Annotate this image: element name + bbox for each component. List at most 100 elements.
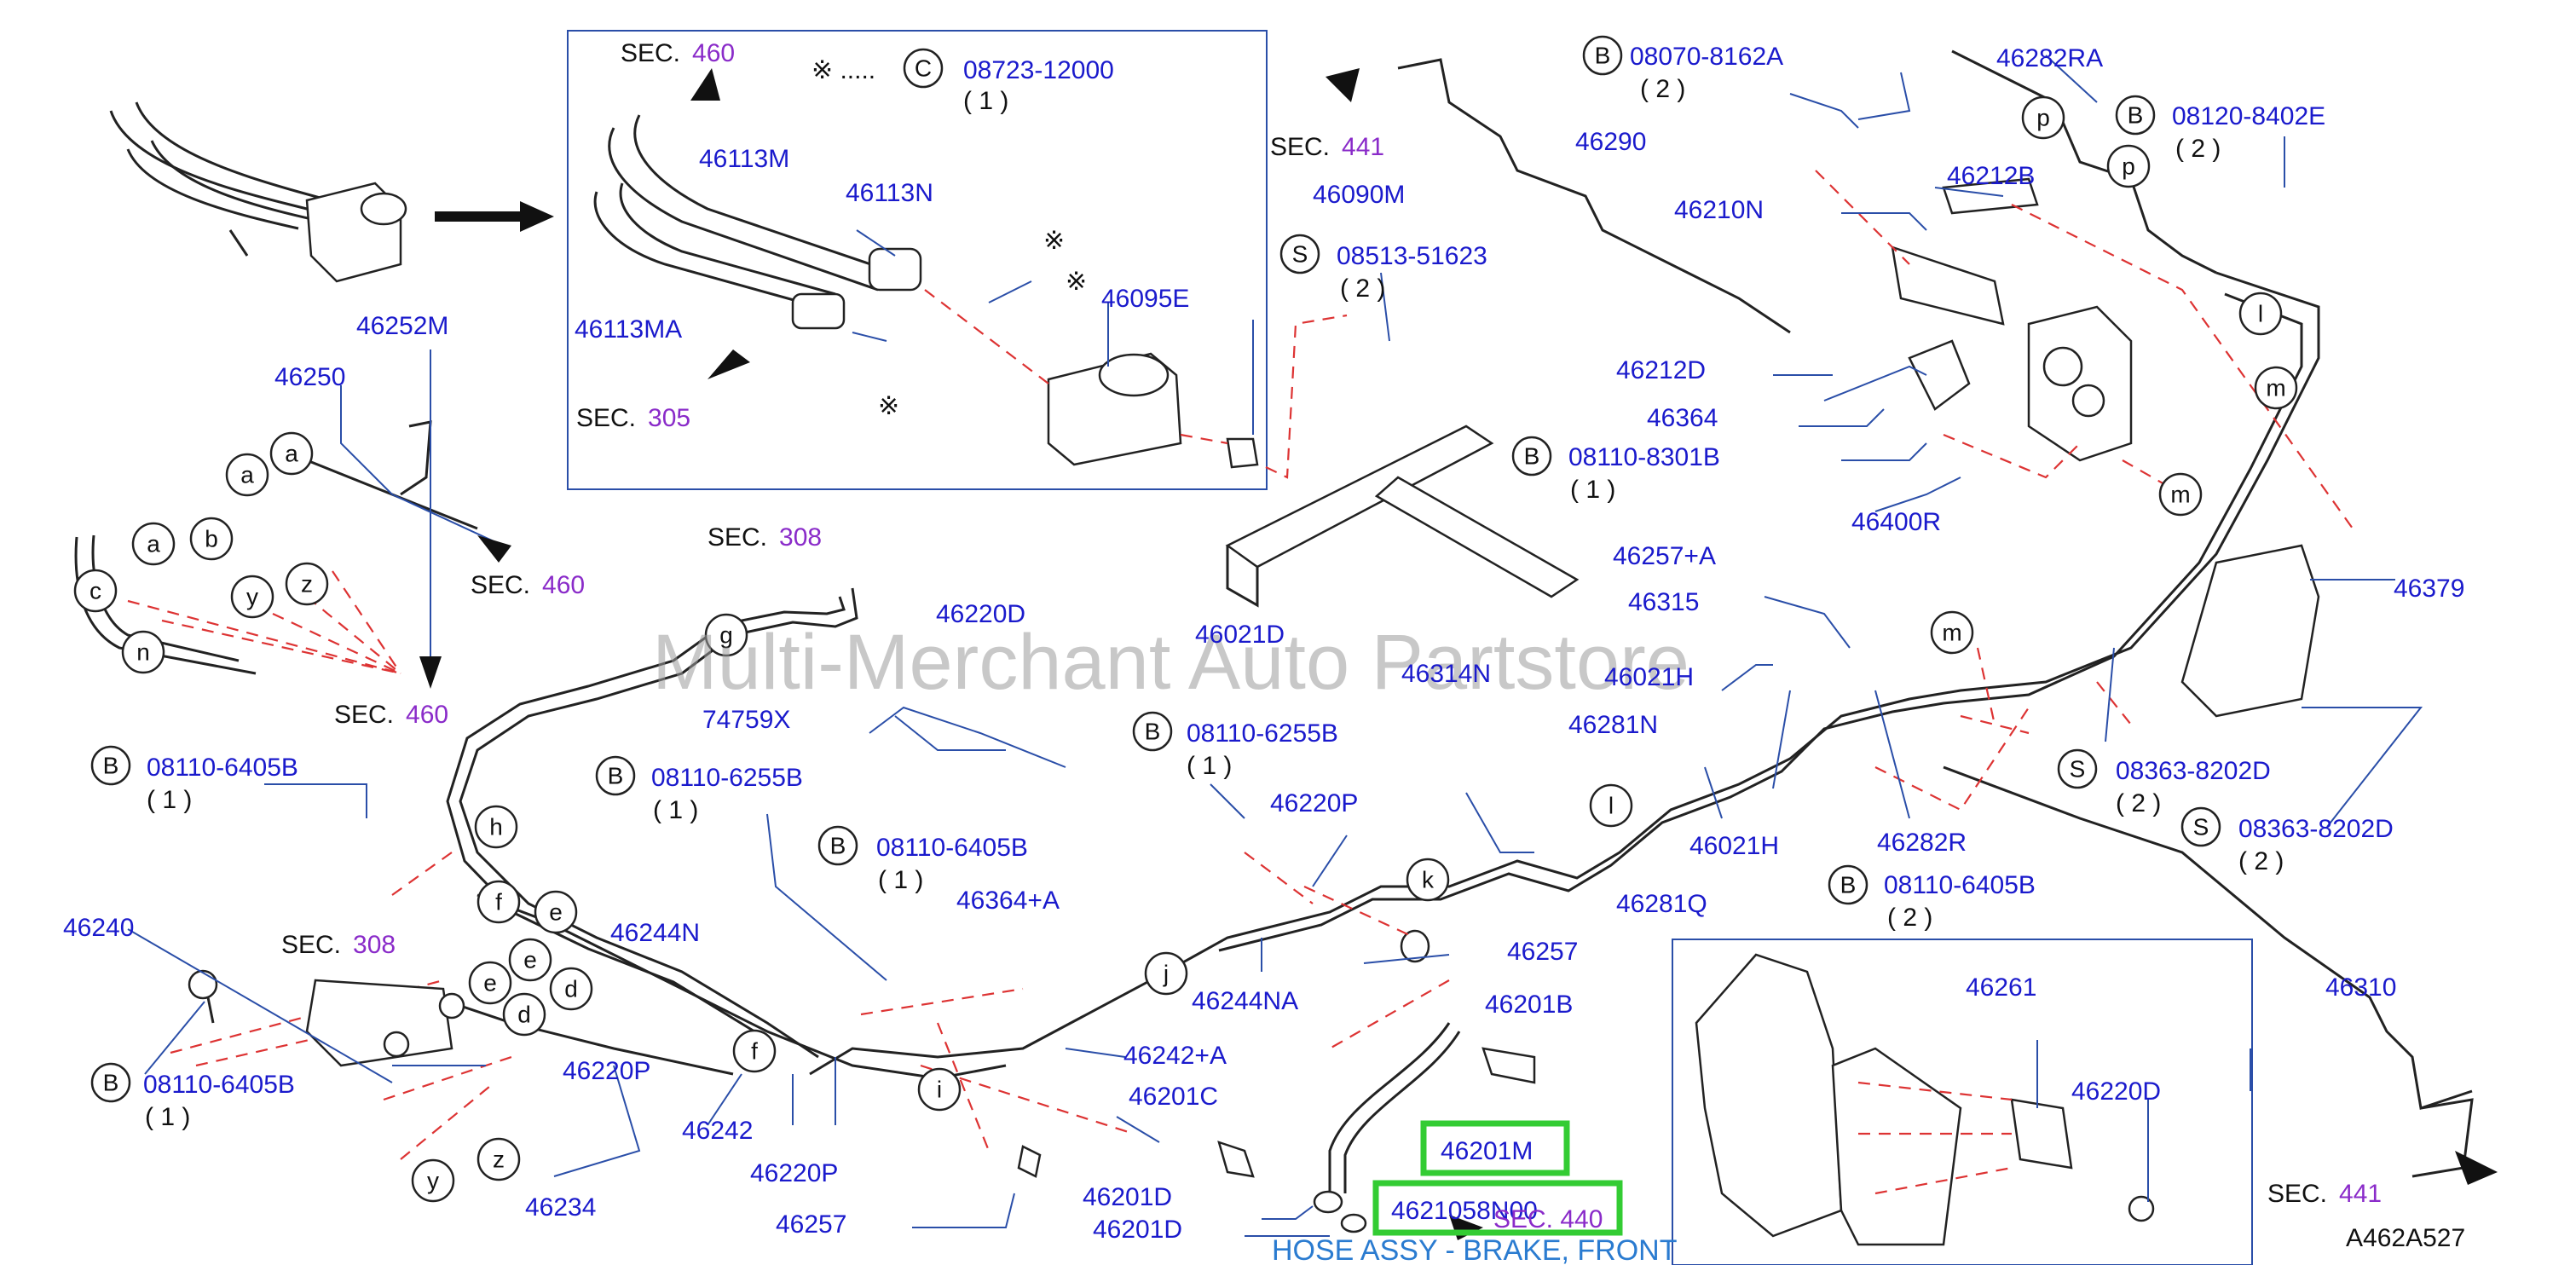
sec-label-460-mid[interactable]: SEC.460 bbox=[471, 571, 585, 599]
part-08363-8202D-b[interactable]: 08363-8202D bbox=[2238, 815, 2394, 843]
part-46261[interactable]: 46261 bbox=[1966, 973, 2036, 1002]
part-46021H-b[interactable]: 46021H bbox=[1689, 832, 1779, 860]
svg-text:g: g bbox=[719, 622, 733, 649]
part-46250[interactable]: 46250 bbox=[274, 363, 345, 391]
sec-label-441-top[interactable]: SEC.441 bbox=[1270, 133, 1384, 161]
marker-a-3: a bbox=[131, 522, 176, 566]
part-08110-6405B-bottom-left[interactable]: 08110-6405B bbox=[143, 1071, 295, 1099]
svg-text:S: S bbox=[1292, 241, 1308, 268]
svg-text:e: e bbox=[549, 899, 563, 926]
part-46252M[interactable]: 46252M bbox=[356, 312, 448, 340]
part-08110-6405B-right[interactable]: 08110-6405B bbox=[1884, 871, 2036, 899]
marker-B-2: B bbox=[2115, 95, 2156, 136]
part-46400R[interactable]: 46400R bbox=[1851, 508, 1941, 536]
part-46244N[interactable]: 46244N bbox=[610, 919, 700, 947]
part-46220P-bottom[interactable]: 46220P bbox=[750, 1159, 838, 1187]
part-08110-8301B[interactable]: 08110-8301B bbox=[1568, 443, 1720, 471]
part-46220D-right[interactable]: 46220D bbox=[2071, 1077, 2161, 1106]
sec-arrow-down-inset bbox=[708, 349, 750, 379]
part-46201C[interactable]: 46201C bbox=[1129, 1083, 1218, 1111]
sec-label-308-top[interactable]: SEC.308 bbox=[708, 523, 822, 552]
part-46201D-b[interactable]: 46201D bbox=[1093, 1216, 1182, 1244]
part-08513-51623[interactable]: 08513-51623 bbox=[1337, 242, 1487, 270]
part-46310[interactable]: 46310 bbox=[2325, 973, 2396, 1002]
part-08110-6405B-mid[interactable]: 08110-6405B bbox=[876, 834, 1028, 862]
part-46113MA[interactable]: 46113MA bbox=[575, 315, 682, 344]
diagram-ref-code: A462A527 bbox=[2346, 1224, 2465, 1252]
part-46113N[interactable]: 46113N bbox=[846, 179, 933, 207]
part-46282R[interactable]: 46282R bbox=[1877, 829, 1967, 857]
part-08110-6255B-left[interactable]: 08110-6255B bbox=[651, 764, 803, 792]
part-46113M[interactable]: 46113M bbox=[699, 145, 789, 173]
marker-d-1: d bbox=[549, 967, 593, 1011]
part-08070-8162A[interactable]: 08070-8162A bbox=[1630, 43, 1783, 71]
part-46095E[interactable]: 46095E bbox=[1101, 285, 1189, 313]
part-46220D-top[interactable]: 46220D bbox=[936, 600, 1025, 628]
part-08110-6405B-left[interactable]: 08110-6405B bbox=[147, 754, 298, 782]
part-46290[interactable]: 46290 bbox=[1575, 128, 1646, 156]
marker-e-1: e bbox=[534, 890, 578, 934]
marker-a-1: a bbox=[269, 431, 314, 476]
part-46201B[interactable]: 46201B bbox=[1485, 991, 1573, 1019]
svg-text:d: d bbox=[564, 976, 578, 1002]
part-4621058N00[interactable]: 4621058N00 bbox=[1391, 1197, 1538, 1225]
part-46201M[interactable]: 46201M bbox=[1441, 1137, 1533, 1165]
part-46220P-left[interactable]: 46220P bbox=[563, 1057, 650, 1085]
marker-B-7: B bbox=[817, 825, 858, 866]
part-46240[interactable]: 46240 bbox=[63, 914, 134, 942]
qty-08363-8202D-b: ( 2 ) bbox=[2238, 847, 2284, 875]
svg-text:k: k bbox=[1422, 867, 1435, 893]
part-46210N[interactable]: 46210N bbox=[1674, 196, 1764, 224]
marker-j: j bbox=[1144, 951, 1188, 996]
part-46242A[interactable]: 46242+A bbox=[1123, 1042, 1227, 1070]
part-46090M[interactable]: 46090M bbox=[1313, 181, 1405, 209]
sec-label-305[interactable]: SEC.305 bbox=[576, 404, 690, 432]
svg-text:B: B bbox=[1524, 443, 1540, 470]
part-46281Q[interactable]: 46281Q bbox=[1616, 890, 1707, 918]
sec-label-441-bottom[interactable]: SEC.441 bbox=[2267, 1180, 2382, 1208]
sec-label-460-low[interactable]: SEC.460 bbox=[334, 701, 448, 729]
part-46201D-a[interactable]: 46201D bbox=[1083, 1183, 1172, 1211]
bracket-46250-assembly bbox=[74, 349, 504, 675]
part-46021D[interactable]: 46021D bbox=[1195, 621, 1285, 649]
marker-l-2: l bbox=[2238, 292, 2283, 336]
part-46234[interactable]: 46234 bbox=[525, 1193, 596, 1222]
sec-label-460-top[interactable]: SEC.460 bbox=[621, 39, 735, 67]
part-46212D[interactable]: 46212D bbox=[1616, 356, 1706, 384]
part-46212B[interactable]: 46212B bbox=[1947, 162, 2035, 190]
part-46244NA[interactable]: 46244NA bbox=[1192, 987, 1298, 1015]
svg-text:B: B bbox=[1595, 43, 1611, 69]
sec-label-440[interactable]: SEC. 440 bbox=[1493, 1205, 1603, 1233]
part-08110-6255B-mid[interactable]: 08110-6255B bbox=[1187, 719, 1338, 748]
svg-text:f: f bbox=[751, 1038, 758, 1065]
sec-label-308-left[interactable]: SEC.308 bbox=[281, 931, 396, 959]
part-08363-8202D-a[interactable]: 08363-8202D bbox=[2116, 757, 2271, 785]
svg-text:B: B bbox=[830, 833, 846, 859]
part-08120-8402E[interactable]: 08120-8402E bbox=[2172, 102, 2325, 130]
qty-08110-6405B-bottom-left: ( 1 ) bbox=[145, 1103, 190, 1131]
part-46314N[interactable]: 46314N bbox=[1401, 660, 1491, 688]
part-46257-mid[interactable]: 46257 bbox=[1507, 938, 1578, 966]
part-46379[interactable]: 46379 bbox=[2394, 575, 2464, 603]
part-46364A[interactable]: 46364+A bbox=[956, 887, 1060, 915]
part-74759X[interactable]: 74759X bbox=[702, 706, 790, 734]
svg-text:j: j bbox=[1163, 961, 1169, 987]
part-46282RA[interactable]: 46282RA bbox=[1996, 44, 2103, 72]
part-46242[interactable]: 46242 bbox=[682, 1117, 753, 1145]
marker-g: g bbox=[704, 613, 748, 657]
part-46220P-mid[interactable]: 46220P bbox=[1270, 789, 1358, 817]
part-46364[interactable]: 46364 bbox=[1647, 404, 1718, 432]
part-46021H-a[interactable]: 46021H bbox=[1604, 663, 1694, 691]
part-46315[interactable]: 46315 bbox=[1628, 588, 1699, 616]
part-08723-12000[interactable]: 08723-12000 bbox=[963, 56, 1114, 84]
marker-B-3: B bbox=[1511, 436, 1552, 477]
part-46257-bottom[interactable]: 46257 bbox=[776, 1210, 846, 1239]
marker-h: h bbox=[474, 805, 518, 849]
qty-08723-12000: ( 1 ) bbox=[963, 87, 1008, 115]
svg-text:f: f bbox=[495, 889, 502, 916]
part-46257A[interactable]: 46257+A bbox=[1613, 542, 1716, 570]
svg-text:B: B bbox=[2128, 102, 2144, 129]
part-46281N[interactable]: 46281N bbox=[1568, 711, 1658, 739]
sec-arrow-down bbox=[419, 656, 442, 689]
highlight-box-4621058N00 bbox=[1372, 1180, 1623, 1236]
